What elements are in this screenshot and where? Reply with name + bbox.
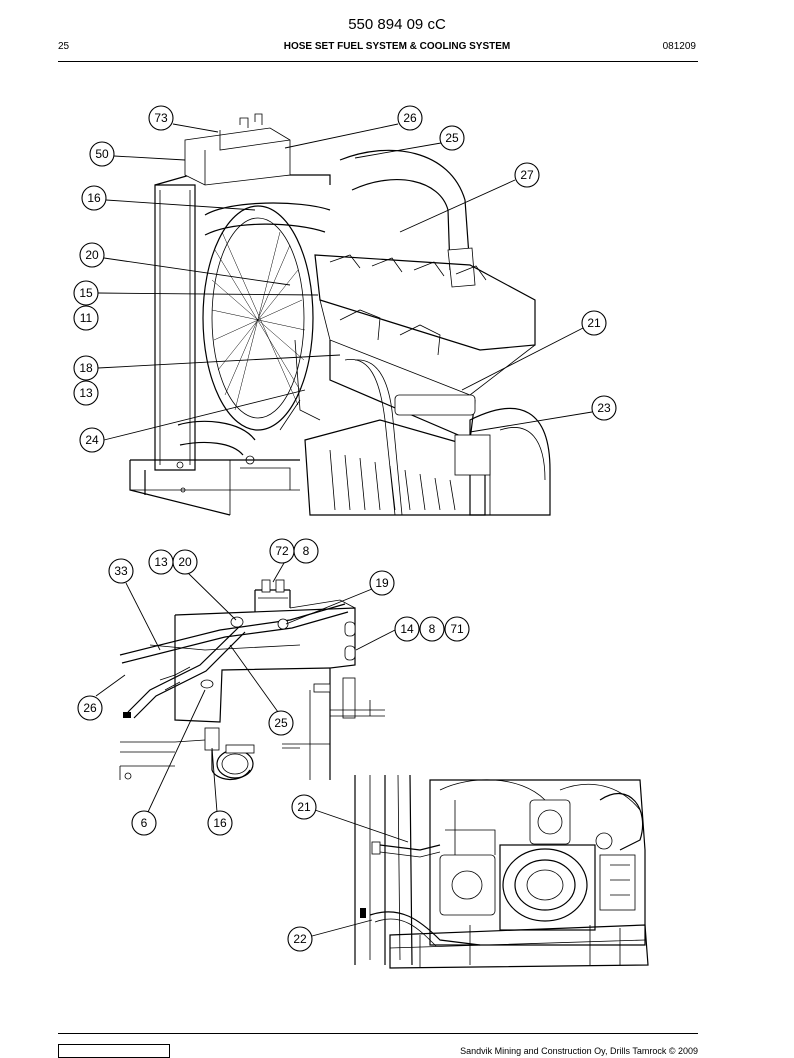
svg-text:33: 33 xyxy=(114,564,128,578)
callout-27: 27 xyxy=(514,162,540,188)
callout-21: 21 xyxy=(291,794,317,820)
figure-3-engine-detail xyxy=(354,774,649,969)
callout-26: 26 xyxy=(397,105,423,131)
document-number: 550 894 09 cC xyxy=(348,16,446,33)
header-rule xyxy=(58,61,698,62)
callout-20: 20 xyxy=(79,242,105,268)
footer-copyright: Sandvik Mining and Construction Oy, Dril… xyxy=(460,1046,698,1056)
callout-13: 13 xyxy=(148,549,174,575)
callout-19: 19 xyxy=(369,570,395,596)
svg-text:25: 25 xyxy=(274,716,288,730)
callout-25: 25 xyxy=(268,710,294,736)
svg-text:21: 21 xyxy=(297,800,311,814)
callout-23: 23 xyxy=(591,395,617,421)
svg-text:16: 16 xyxy=(213,816,227,830)
svg-text:19: 19 xyxy=(375,576,389,590)
callout-50: 50 xyxy=(89,141,115,167)
callout-20: 20 xyxy=(172,549,198,575)
footer-logo xyxy=(58,1044,170,1058)
date-code: 081209 xyxy=(662,41,696,52)
svg-text:21: 21 xyxy=(587,316,601,330)
figure-1-leaders xyxy=(97,123,593,441)
callout-15: 15 xyxy=(73,280,99,306)
footer-rule xyxy=(58,1033,698,1034)
callout-6: 6 xyxy=(131,810,157,836)
svg-text:71: 71 xyxy=(450,622,464,636)
callout-25: 25 xyxy=(439,125,465,151)
svg-text:20: 20 xyxy=(85,248,99,262)
svg-text:16: 16 xyxy=(87,191,101,205)
svg-text:73: 73 xyxy=(154,111,168,125)
callout-22: 22 xyxy=(287,926,313,952)
svg-text:22: 22 xyxy=(293,932,307,946)
figure-1-engine-drawing xyxy=(129,113,551,516)
figure-2-tank-drawing xyxy=(119,579,385,780)
callout-16: 16 xyxy=(207,810,233,836)
svg-text:72: 72 xyxy=(275,544,289,558)
figure-2-callouts: 72 8 13 20 33 19 14 8 71 26 25 6 16 xyxy=(77,538,470,836)
callout-26: 26 xyxy=(77,695,103,721)
svg-text:27: 27 xyxy=(520,168,534,182)
callout-72: 72 xyxy=(269,538,295,564)
svg-text:26: 26 xyxy=(403,111,417,125)
svg-text:24: 24 xyxy=(85,433,99,447)
svg-text:20: 20 xyxy=(178,555,192,569)
svg-text:13: 13 xyxy=(79,386,93,400)
svg-text:13: 13 xyxy=(154,555,168,569)
callout-8: 8 xyxy=(293,538,319,564)
callout-71: 71 xyxy=(444,616,470,642)
callout-33: 33 xyxy=(108,558,134,584)
callout-13: 13 xyxy=(73,380,99,406)
svg-text:11: 11 xyxy=(80,311,93,325)
svg-text:26: 26 xyxy=(83,701,97,715)
callout-18: 18 xyxy=(73,355,99,381)
callout-16: 16 xyxy=(81,185,107,211)
svg-text:6: 6 xyxy=(141,816,148,830)
callout-24: 24 xyxy=(79,427,105,453)
page-title: HOSE SET FUEL SYSTEM & COOLING SYSTEM xyxy=(283,41,511,52)
callout-11: 11 xyxy=(73,305,99,331)
svg-text:8: 8 xyxy=(429,622,436,636)
figure-2-leaders xyxy=(95,562,396,813)
callout-8b: 8 xyxy=(419,616,445,642)
svg-text:8: 8 xyxy=(303,544,310,558)
callout-21: 21 xyxy=(581,310,607,336)
svg-text:23: 23 xyxy=(597,401,611,415)
svg-text:25: 25 xyxy=(445,131,459,145)
svg-text:14: 14 xyxy=(400,622,414,636)
svg-text:18: 18 xyxy=(79,361,93,375)
callout-73: 73 xyxy=(148,105,174,131)
figure-3-leaders xyxy=(311,809,409,937)
page-number: 25 xyxy=(58,41,70,52)
svg-text:15: 15 xyxy=(79,286,93,300)
svg-text:50: 50 xyxy=(95,147,109,161)
figure-3-callouts: 21 22 xyxy=(287,794,317,952)
figure-1-callouts: 73 26 25 50 27 16 20 15 11 21 18 13 23 2… xyxy=(73,105,617,453)
callout-14: 14 xyxy=(394,616,420,642)
